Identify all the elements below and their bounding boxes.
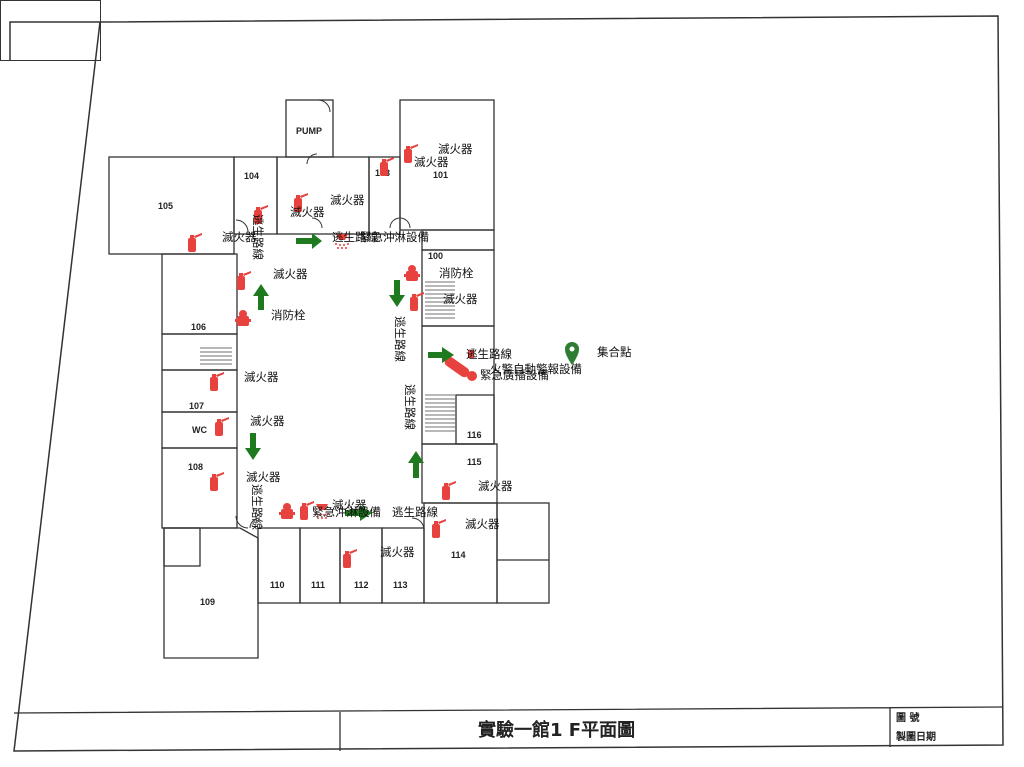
label-escape-route-vertical: 逃生路線 (403, 384, 417, 430)
walls (108, 99, 550, 659)
escape-arrow-icon (428, 347, 454, 363)
label-extinguisher: 滅火器 (290, 205, 325, 219)
fire-extinguisher-icon (188, 233, 202, 252)
label-extinguisher: 滅火器 (332, 498, 367, 512)
label-hydrant: 消防栓 (439, 266, 474, 280)
escape-arrow-icon (296, 233, 322, 249)
room-104: 104 (244, 171, 259, 181)
fire-hydrant-icon (279, 503, 295, 519)
room-110: 110 (270, 580, 285, 590)
label-extinguisher: 滅火器 (250, 414, 285, 428)
fire-extinguisher-icon (442, 481, 456, 500)
map-labels: 滅火器 滅火器 滅火器 滅火器 滅火器 逃生路線 緊急沖淋設備 滅火器 消防栓 … (222, 142, 632, 559)
room-101: 101 (433, 170, 448, 180)
fire-extinguisher-icon (215, 417, 229, 436)
room-107: 107 (189, 401, 204, 411)
fire-extinguisher-icon (210, 472, 224, 491)
label-escape-route: 逃生路線 (392, 505, 438, 519)
room-109: 109 (200, 597, 215, 607)
label-sprinkler: 緊急沖淋設備 (312, 505, 381, 519)
label-extinguisher: 滅火器 (273, 267, 308, 281)
escape-arrows (245, 233, 454, 521)
fire-extinguisher-icon (210, 372, 224, 391)
label-escape-route: 逃生路線 (332, 230, 378, 244)
label-extinguisher: 滅火器 (222, 230, 257, 244)
fire-extinguisher-icon (237, 271, 251, 290)
corner-box (0, 0, 101, 61)
stairs (200, 281, 455, 432)
doors (235, 99, 425, 531)
room-114: 114 (451, 550, 466, 560)
label-escape-route-vertical: 逃生路線 (251, 214, 265, 260)
title-block (13, 706, 1004, 751)
label-extinguisher: 滅火器 (330, 193, 365, 207)
room-pump: PUMP (296, 126, 322, 136)
escape-arrow-icon (253, 284, 269, 310)
room-108: 108 (188, 462, 203, 472)
room-113: 113 (393, 580, 408, 590)
room-112: 112 (354, 580, 369, 590)
escape-arrow-icon (245, 433, 261, 460)
label-escape-route-vertical: 逃生路線 (250, 484, 264, 530)
label-escape-route: 逃生路線 (466, 347, 512, 361)
label-extinguisher: 滅火器 (478, 479, 513, 493)
room-100: 100 (428, 251, 443, 261)
room-116: 116 (467, 430, 482, 440)
escape-arrow-icon (389, 280, 405, 307)
fire-hydrant-icon (404, 265, 420, 281)
label-escape-route-vertical: 逃生路線 (393, 316, 407, 362)
label-extinguisher: 滅火器 (414, 155, 449, 169)
drawing-no-label: 圖 號 (896, 711, 919, 724)
sheet-border (9, 15, 1004, 752)
label-assembly: 集合點 (597, 345, 632, 359)
label-sprinkler: 緊急沖淋設備 (360, 230, 429, 244)
fire-extinguisher-icon (380, 157, 394, 176)
label-alarm: 火警自動警報設備 (490, 362, 582, 376)
room-105: 105 (158, 201, 173, 211)
label-broadcast: 緊急廣播設備 (480, 368, 549, 382)
fire-extinguisher-icon (432, 519, 446, 538)
fire-extinguisher-icon (343, 549, 357, 568)
room-115: 115 (467, 457, 482, 467)
date-label: 製圖日期 (895, 730, 936, 743)
alarm-bell-icon (444, 350, 477, 381)
escape-arrow-icon (345, 505, 372, 521)
label-hydrant: 消防栓 (271, 308, 306, 322)
label-extinguisher: 滅火器 (380, 545, 415, 559)
label-extinguisher: 滅火器 (246, 470, 281, 484)
room-111: 111 (311, 580, 325, 590)
label-extinguisher: 滅火器 (465, 517, 500, 531)
label-extinguisher: 滅火器 (443, 292, 478, 306)
label-extinguisher: 滅火器 (438, 142, 473, 156)
room-wc: WC (192, 425, 207, 435)
escape-arrow-icon (408, 451, 424, 478)
location-pin-icon (565, 342, 579, 365)
title-text: 實驗一館1 F平面圖 (478, 719, 635, 741)
room-106: 106 (191, 322, 206, 332)
label-extinguisher: 滅火器 (244, 370, 279, 384)
